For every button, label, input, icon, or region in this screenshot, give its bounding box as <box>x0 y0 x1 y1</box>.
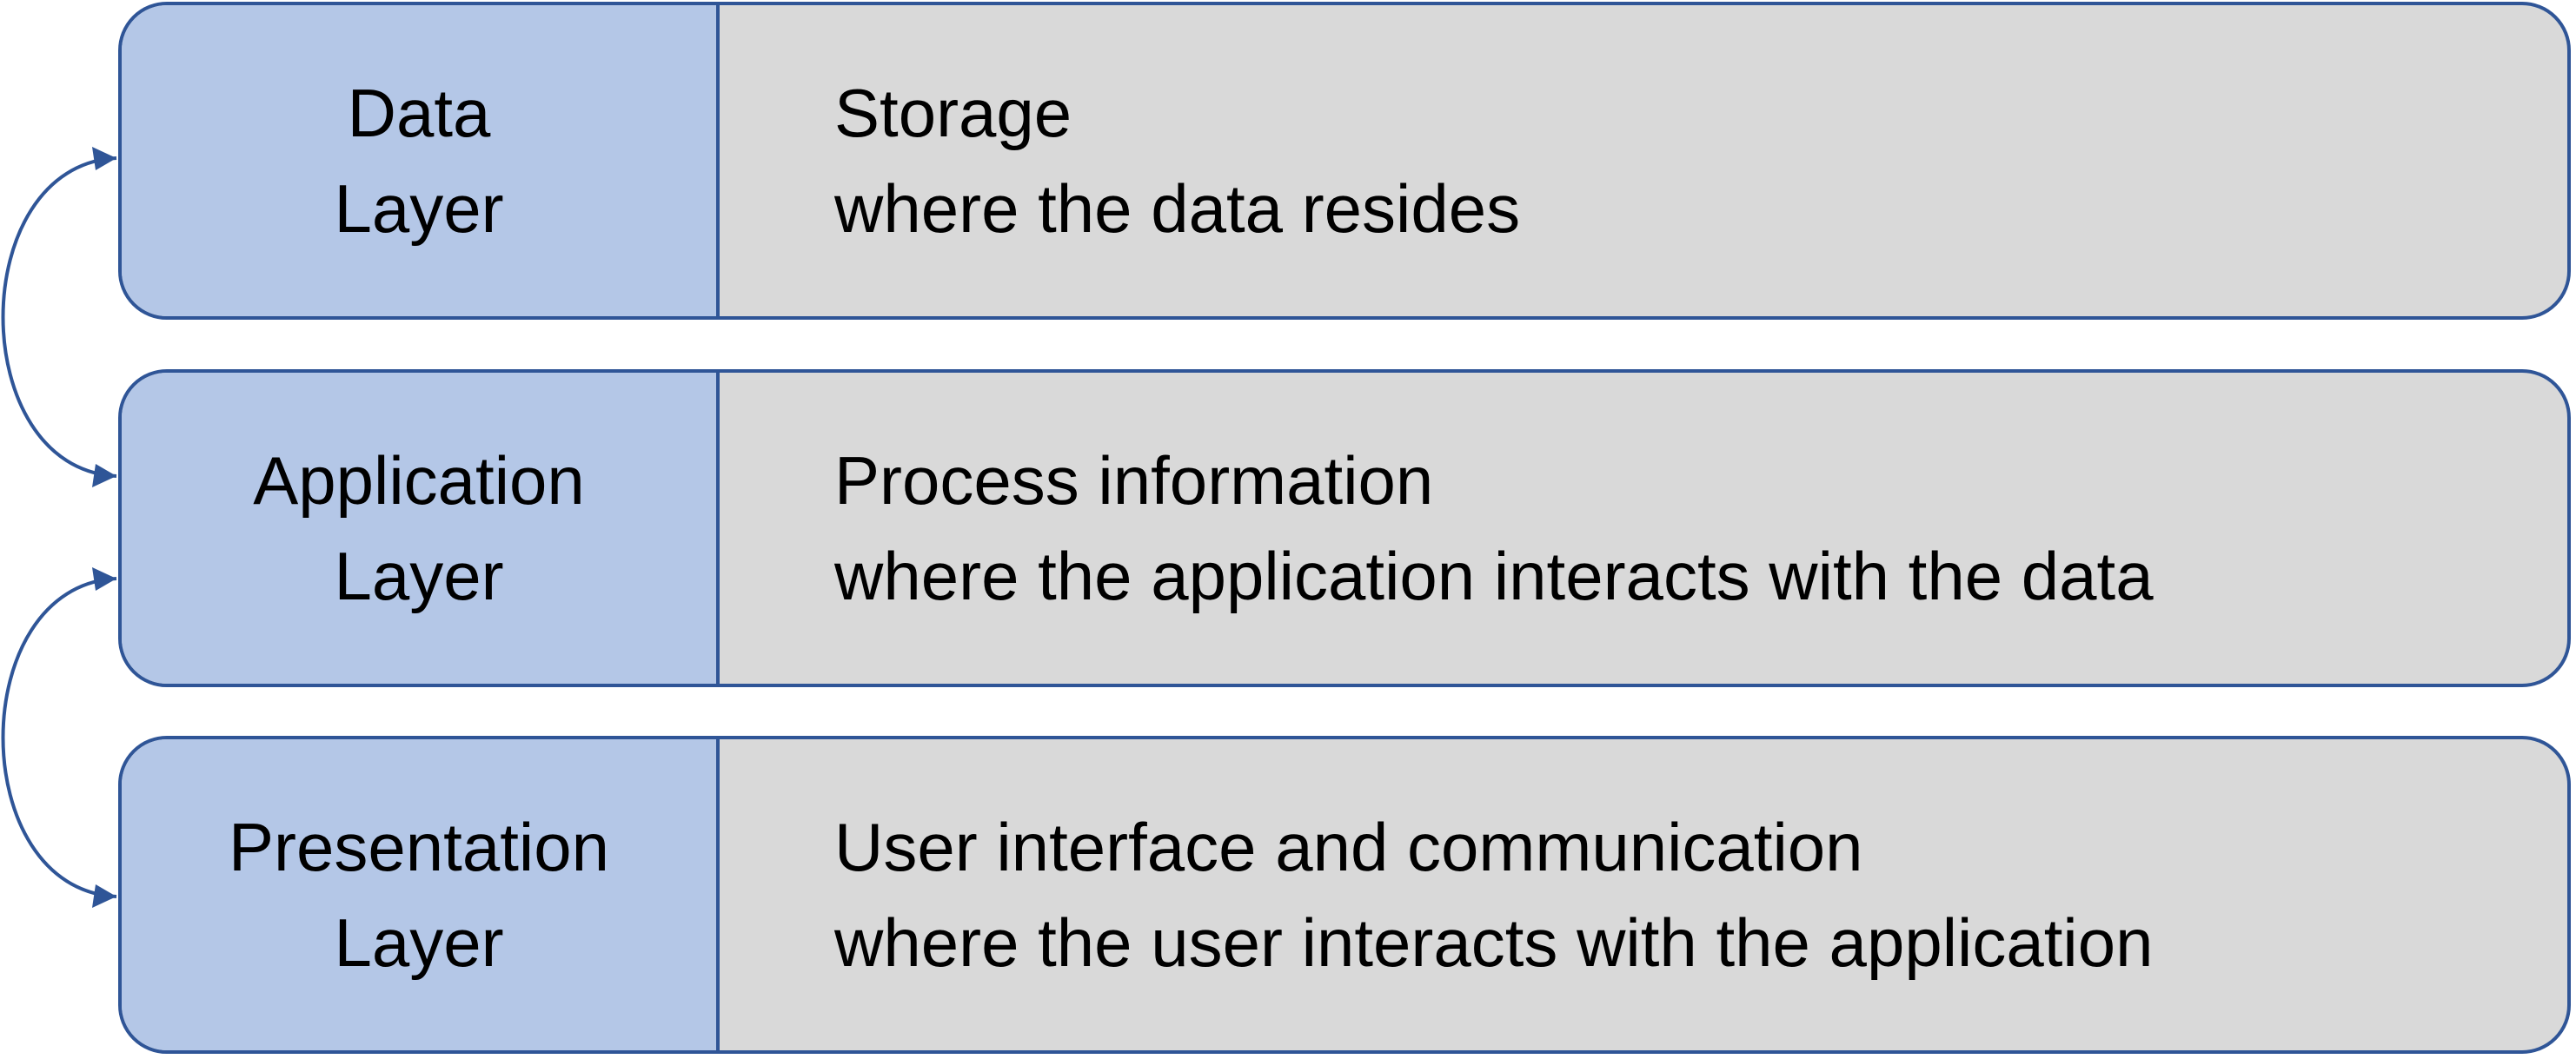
layer-name-line-1: Application <box>253 442 585 519</box>
presentation-layer-label: Presentation Layer <box>122 739 720 1050</box>
layer-name-line-2: Layer <box>334 170 504 247</box>
layer-title: Process information <box>834 442 1434 519</box>
data-layer-description: Storage where the data resides <box>834 5 1520 316</box>
layer-name-line-2: Layer <box>334 904 504 981</box>
layer-title: Storage <box>834 75 1072 151</box>
layer-description-text: where the application interacts with the… <box>834 538 2154 614</box>
layer-description-text: where the user interacts with the applic… <box>834 904 2154 981</box>
layer-name-line-1: Presentation <box>229 809 609 885</box>
application-layer-box: Application Layer Process information wh… <box>118 369 2571 687</box>
arrowhead-icon <box>92 884 116 908</box>
arrowhead-icon <box>92 567 116 591</box>
double-arrow-data-application <box>1 147 117 487</box>
presentation-layer-box: Presentation Layer User interface and co… <box>118 736 2571 1054</box>
arrowhead-icon <box>92 147 116 170</box>
presentation-layer-description: User interface and communication where t… <box>834 739 2154 1050</box>
application-layer-description: Process information where the applicatio… <box>834 373 2154 684</box>
application-layer-label: Application Layer <box>122 373 720 684</box>
arrowhead-icon <box>92 464 116 487</box>
data-layer-label: Data Layer <box>122 5 720 316</box>
layer-description-text: where the data resides <box>834 170 1521 247</box>
layer-title: User interface and communication <box>834 809 1863 885</box>
double-arrow-application-presentation <box>1 567 117 908</box>
layer-name-line-2: Layer <box>334 538 504 614</box>
layer-name-line-1: Data <box>347 75 491 151</box>
data-layer-box: Data Layer Storage where the data reside… <box>118 2 2571 320</box>
